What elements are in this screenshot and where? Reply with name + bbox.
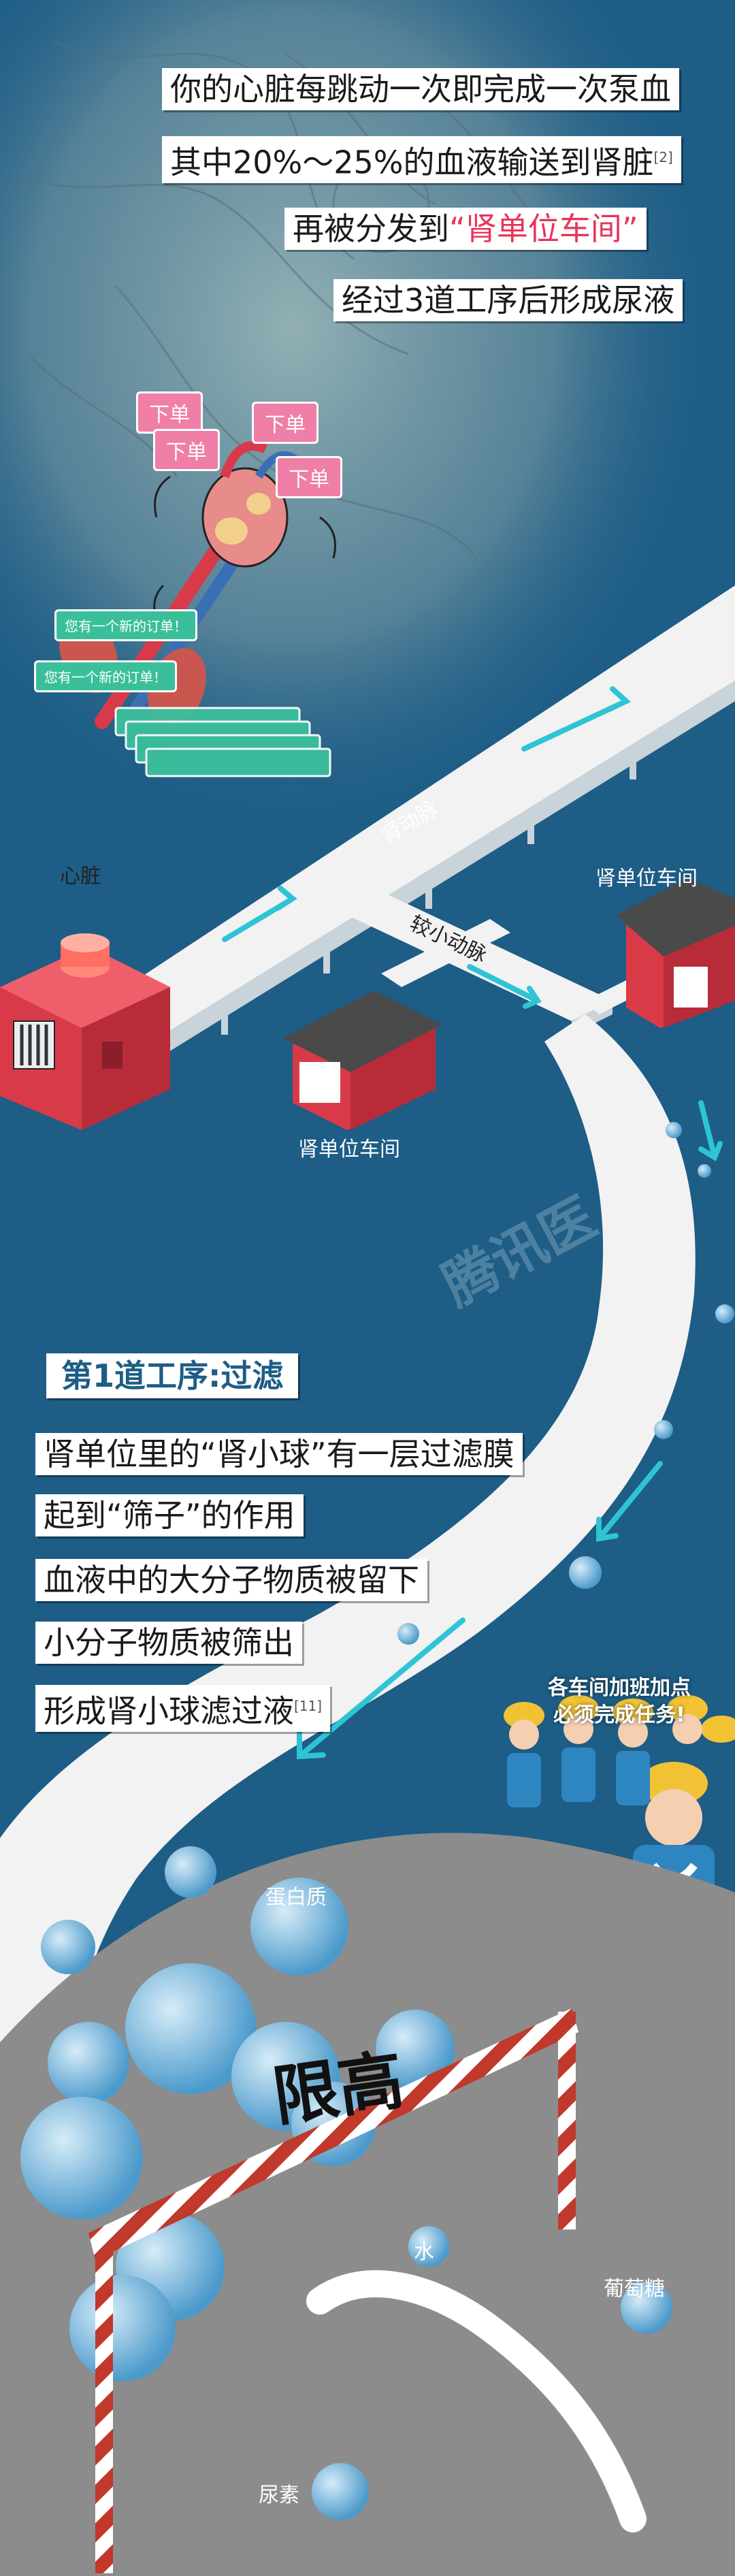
workshop-right-label: 肾单位车间 (595, 867, 698, 890)
flow-arrows (222, 686, 723, 1760)
heart-factory (0, 933, 170, 1130)
notification-stack (114, 707, 331, 777)
workers-note-line-1: 各车间加班加点 (548, 1676, 691, 1700)
workers-note-line-2: 必须完成任务! (553, 1703, 685, 1727)
intro-line-3: 再被分发到“肾单位车间” (284, 208, 647, 250)
step1-line-5-ref: [11] (294, 1698, 323, 1714)
intro-line-2-text: 其中20%～25%的血液输送到肾脏 (170, 144, 654, 181)
height-limit-barrier (88, 2008, 578, 2573)
intro-line-2-ref: [2] (653, 149, 673, 165)
intro-line-1: 你的心脏每跳动一次即完成一次泵血 (162, 68, 679, 110)
step1-line-5: 形成肾小球滤过液[11] (35, 1685, 331, 1733)
water-label: 水 (414, 2240, 434, 2264)
glucose-label: 葡萄糖 (604, 2277, 665, 2301)
heart-label: 心脏 (60, 865, 101, 888)
intro-line-3-text: 再被分发到 (293, 210, 449, 247)
protein-label: 蛋白质 (265, 1886, 327, 1910)
step1-line-3: 血液中的大分子物质被留下 (35, 1559, 427, 1601)
workers-note: 各车间加班加点 必须完成任务! (548, 1675, 691, 1729)
new-order-notification-1: 您有一个新的订单！ (54, 609, 197, 641)
intro-line-3-highlight: “肾单位车间” (449, 210, 638, 247)
workshop-left (282, 991, 442, 1130)
step1-heading: 第1道工序:过滤 (46, 1353, 299, 1398)
height-limit-sign: 限高 (268, 2042, 409, 2136)
intro-line-4: 经过3道工序后形成尿液 (333, 279, 683, 321)
step1-line-2: 起到“筛子”的作用 (35, 1494, 304, 1536)
workshop-left-label: 肾单位车间 (298, 1138, 400, 1161)
urea-label: 尿素 (259, 2483, 299, 2507)
new-order-notification-2: 您有一个新的订单！ (34, 660, 177, 692)
step1-line-5-text: 形成肾小球滤过液 (44, 1692, 294, 1730)
order-bubble-1: 下单 (136, 391, 203, 434)
intro-line-2: 其中20%～25%的血液输送到肾脏[2] (162, 136, 681, 184)
order-bubble-4: 下单 (276, 456, 342, 498)
workshop-right (616, 878, 735, 1028)
order-bubble-3: 下单 (153, 429, 220, 471)
order-bubble-2: 下单 (252, 402, 318, 444)
step1-line-1: 肾单位里的“肾小球”有一层过滤膜 (35, 1433, 523, 1475)
step1-line-4: 小分子物质被筛出 (35, 1622, 302, 1664)
